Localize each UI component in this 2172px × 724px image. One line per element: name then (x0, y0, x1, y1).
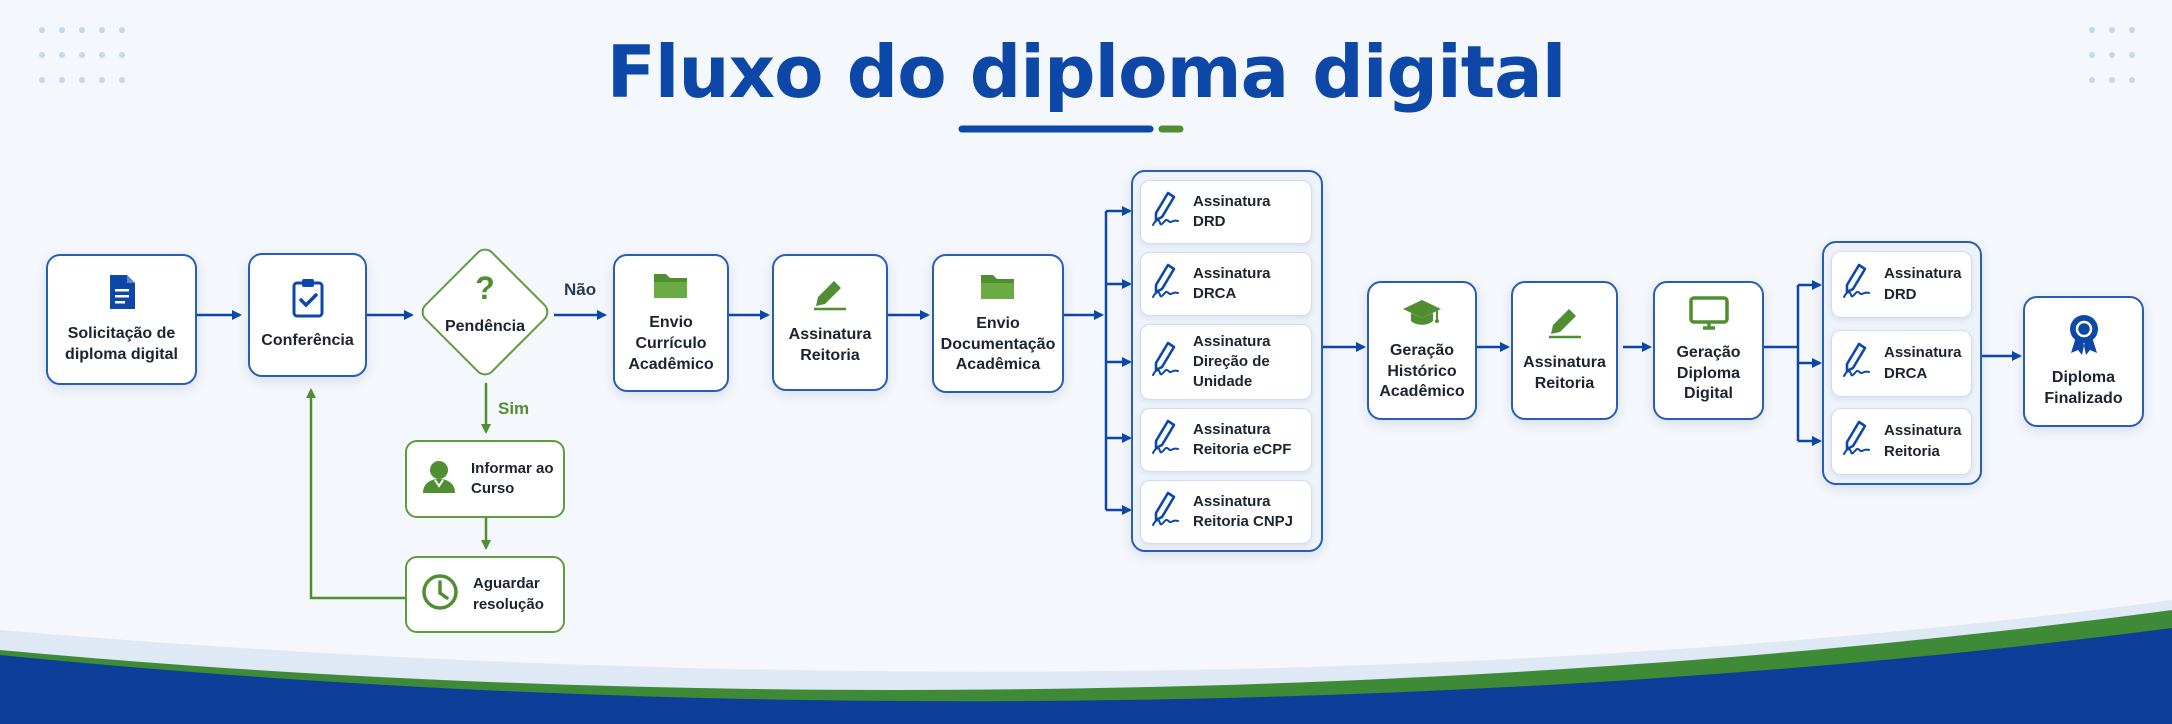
pen-icon (812, 278, 848, 317)
node-label: Assinatura Reitoria (788, 326, 872, 364)
pen-icon (1547, 306, 1583, 345)
edge-label-nao: Não (564, 280, 597, 299)
node-label: Geração Diploma Digital (1676, 343, 1741, 403)
node-label: Assinatura Reitoria (1523, 354, 1606, 392)
signature-box-label: Assinatura Direção de Unidade (1193, 332, 1271, 391)
signature-box: Assinatura DRD (1831, 251, 1972, 318)
pendencia-diamond (421, 248, 549, 376)
signature-pen-icon (1151, 419, 1181, 462)
signature-box: Assinatura DRCA (1140, 252, 1312, 316)
decorative-dots-right (2089, 27, 2135, 83)
award-ribbon-icon (2067, 313, 2101, 360)
node-label: Envio Currículo Acadêmico (628, 314, 714, 373)
pending-branch-arrows (306, 383, 491, 600)
edge-label-sim: Sim (498, 399, 530, 418)
signature-pen-icon (1842, 420, 1872, 463)
signature-box: Assinatura Reitoria CNPJ (1140, 480, 1312, 544)
signature-box: Assinatura Direção de Unidade (1140, 324, 1312, 400)
signature-box-label: Assinatura DRD (1884, 265, 1962, 303)
signature-box-label: Assinatura DRCA (1193, 264, 1271, 302)
monitor-icon (1688, 296, 1729, 335)
node-conferencia: Conferência (248, 253, 367, 377)
folder-icon (653, 270, 689, 305)
signature-box: Assinatura Reitoria (1831, 408, 1972, 475)
signature-box: Assinatura DRCA (1831, 330, 1972, 397)
clipboard-check-icon (291, 278, 325, 323)
signature-box-label: Assinatura Reitoria (1884, 422, 1962, 460)
folder-icon (980, 271, 1016, 306)
node-envio-documentacao: Envio Documentação Acadêmica (932, 254, 1064, 393)
node-aguardar-resolucao: Aguardar resolução (405, 556, 565, 633)
node-label: Diploma Finalizado (2044, 369, 2123, 407)
node-label: Geração Histórico Acadêmico (1379, 341, 1465, 401)
signature-pen-icon (1842, 342, 1872, 385)
signature-pen-icon (1151, 491, 1181, 534)
node-diploma-finalizado: Diploma Finalizado (2023, 296, 2144, 427)
graduation-cap-icon (1402, 298, 1442, 333)
page-title: Fluxo do diploma digital (606, 30, 1567, 114)
node-label: Aguardar resolução (473, 575, 544, 613)
person-icon (421, 460, 457, 499)
signature-pen-icon (1151, 263, 1181, 306)
node-label: Conferência (261, 332, 354, 350)
signature-pen-icon (1151, 341, 1181, 384)
node-label: Informar ao Curso (471, 459, 554, 497)
signature-box: Assinatura DRD (1140, 180, 1312, 244)
node-assinatura-reitoria-2: Assinatura Reitoria (1511, 281, 1618, 420)
node-label: Solicitação de diploma digital (65, 325, 178, 363)
signature-box-label: Assinatura DRD (1193, 192, 1271, 230)
node-geracao-diploma: Geração Diploma Digital (1653, 281, 1764, 420)
node-assinatura-reitoria-1: Assinatura Reitoria (772, 254, 888, 391)
signature-pen-icon (1151, 191, 1181, 234)
pendencia-label: Pendência (444, 318, 526, 335)
node-geracao-historico: Geração Histórico Acadêmico (1367, 281, 1477, 420)
signature-pen-icon (1842, 263, 1872, 306)
signature-box: Assinatura Reitoria eCPF (1140, 408, 1312, 472)
clock-icon (421, 573, 459, 616)
bottom-wave-blue (0, 628, 2172, 724)
node-label: Envio Documentação Acadêmica (940, 314, 1056, 374)
signature-box-label: Assinatura Reitoria eCPF (1193, 420, 1292, 458)
node-informar-curso: Informar ao Curso (405, 440, 565, 518)
signature-box-label: Assinatura Reitoria CNPJ (1193, 492, 1294, 530)
node-solicitacao: Solicitação de diploma digital (46, 254, 197, 385)
decorative-dots-left (39, 27, 125, 83)
flow-arrows (197, 206, 2022, 515)
signature-box-label: Assinatura DRCA (1884, 344, 1962, 382)
node-envio-curriculo: Envio Currículo Acadêmico (613, 254, 729, 392)
document-icon (107, 273, 137, 316)
question-icon: ? (475, 270, 495, 306)
